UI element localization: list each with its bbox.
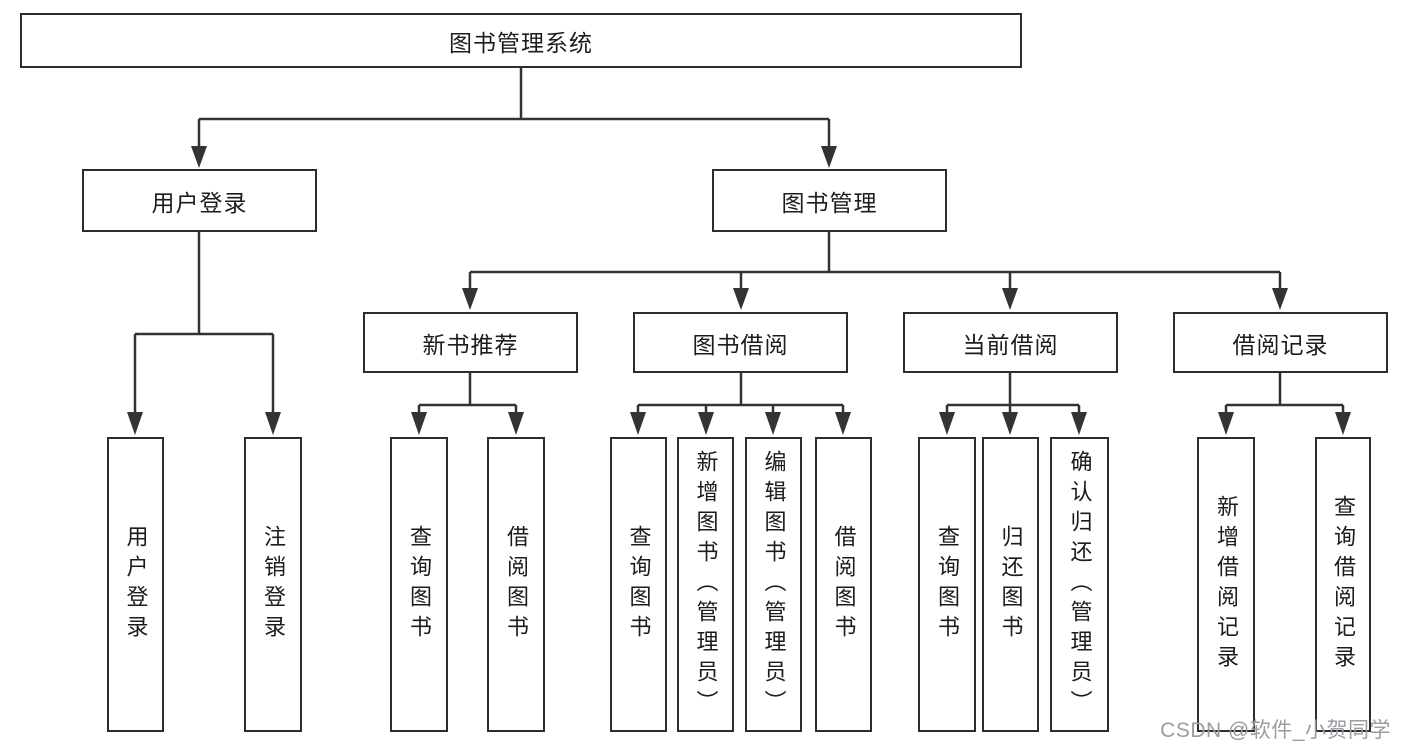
arrow-book-borrow: [733, 288, 749, 310]
node-cb-return-books: 归还图书: [982, 437, 1039, 732]
arrow-leaf-logout: [265, 412, 281, 435]
arrow-cb-1: [939, 412, 955, 435]
node-rec-query-books-label: 查询图书: [407, 524, 432, 645]
node-user-login-label: 用户登录: [151, 189, 248, 216]
node-br-add-record-label: 新增借阅记录: [1214, 494, 1239, 675]
arrow-br-2: [1335, 412, 1351, 435]
node-borrow-records: 借阅记录: [1173, 312, 1388, 373]
node-cb-confirm-return-label: 确认归还（管理员）: [1067, 449, 1093, 720]
node-br-query-record-label: 查询借阅记录: [1331, 494, 1356, 675]
node-br-add-record: 新增借阅记录: [1197, 437, 1255, 732]
arrow-rec-1: [411, 412, 427, 435]
node-bb-edit-books: 编辑图书（管理员）: [745, 437, 802, 732]
arrow-rec-2: [508, 412, 524, 435]
arrow-bb-1: [630, 412, 646, 435]
node-rec-query-books: 查询图书: [390, 437, 448, 732]
arrow-new-book-rec: [462, 288, 478, 310]
node-leaf-user-login: 用户登录: [107, 437, 164, 732]
node-cb-confirm-return: 确认归还（管理员）: [1050, 437, 1109, 732]
arrow-cb-3: [1071, 412, 1087, 435]
node-book-mgmt: 图书管理: [712, 169, 947, 232]
node-leaf-logout-label: 注销登录: [261, 524, 286, 645]
node-leaf-logout: 注销登录: [244, 437, 302, 732]
node-rec-borrow-books-label: 借阅图书: [504, 524, 529, 645]
arrow-cb-2: [1002, 412, 1018, 435]
node-root: 图书管理系统: [20, 13, 1022, 68]
node-current-borrow-label: 当前借阅: [962, 331, 1059, 358]
node-cb-return-books-label: 归还图书: [998, 524, 1024, 645]
node-book-borrow: 图书借阅: [633, 312, 848, 373]
node-bb-edit-books-label: 编辑图书（管理员）: [761, 449, 787, 720]
node-root-label: 图书管理系统: [449, 29, 593, 56]
node-new-book-rec-label: 新书推荐: [422, 331, 519, 358]
node-book-borrow-label: 图书借阅: [692, 331, 789, 358]
node-current-borrow: 当前借阅: [903, 312, 1118, 373]
arrow-user-login: [191, 146, 207, 168]
node-leaf-user-login-label: 用户登录: [123, 524, 149, 645]
node-bb-query-books: 查询图书: [610, 437, 667, 732]
arrow-borrow-records: [1272, 288, 1288, 310]
node-bb-borrow-books: 借阅图书: [815, 437, 872, 732]
node-bb-add-books: 新增图书（管理员）: [677, 437, 734, 732]
node-rec-borrow-books: 借阅图书: [487, 437, 545, 732]
node-new-book-rec: 新书推荐: [363, 312, 578, 373]
node-cb-query-books: 查询图书: [918, 437, 976, 732]
arrow-bb-2: [698, 412, 714, 435]
arrow-current-borrow: [1002, 288, 1018, 310]
arrow-bb-4: [835, 412, 851, 435]
node-bb-query-books-label: 查询图书: [626, 524, 652, 645]
arrow-bb-3: [765, 412, 781, 435]
node-bb-add-books-label: 新增图书（管理员）: [693, 449, 719, 720]
node-user-login: 用户登录: [82, 169, 317, 232]
node-bb-borrow-books-label: 借阅图书: [831, 524, 857, 645]
node-cb-query-books-label: 查询图书: [935, 524, 960, 645]
node-br-query-record: 查询借阅记录: [1315, 437, 1371, 732]
arrow-book-mgmt: [821, 146, 837, 168]
arrow-br-1: [1218, 412, 1234, 435]
node-book-mgmt-label: 图书管理: [781, 189, 878, 216]
csdn-watermark: CSDN @软件_小贺同学: [1160, 719, 1391, 742]
arrow-leaf-login: [127, 412, 143, 435]
node-borrow-records-label: 借阅记录: [1232, 331, 1329, 358]
